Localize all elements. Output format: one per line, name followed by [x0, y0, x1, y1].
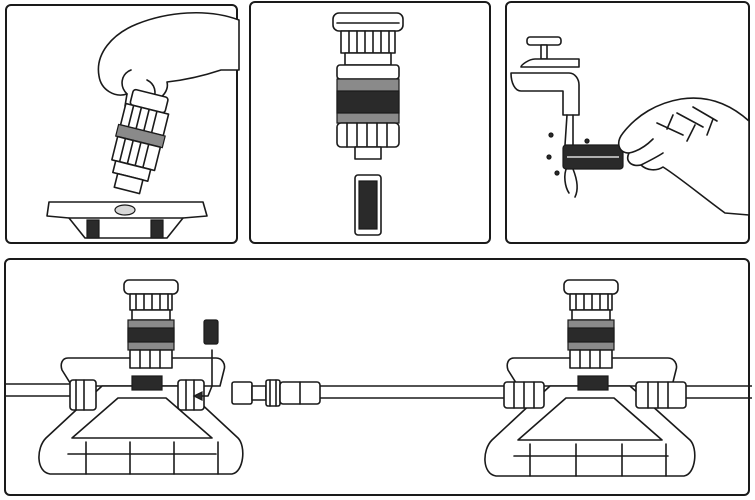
- filter-cartridge-icon: [562, 144, 624, 170]
- panel-remove-filter: [249, 1, 491, 244]
- filter-cartridge-icon: [354, 174, 382, 236]
- sprinkler-base-icon: [46, 201, 208, 239]
- sprinkler-head-icon: [123, 279, 179, 369]
- panel-rinse-filter: [505, 1, 750, 244]
- hand-icon: [97, 12, 240, 109]
- water-splash-icon: [546, 114, 590, 198]
- unscrew-illustration: [46, 12, 240, 239]
- sprinkler-head-icon: [563, 279, 619, 369]
- filter-cartridge-icon: [203, 319, 219, 345]
- faucet-icon: [510, 36, 580, 116]
- hose-connector-icon: [231, 379, 321, 407]
- sprinkler-head-icon: [332, 12, 404, 160]
- hose-connection-illustration: [6, 279, 752, 477]
- rinse-illustration: [510, 36, 750, 216]
- panel-unscrew-head: [5, 4, 240, 244]
- sprinkler-base-icon: [38, 357, 244, 475]
- hand-icon: [617, 97, 750, 216]
- hose-line: [6, 383, 752, 399]
- filter-removal-illustration: [332, 12, 404, 236]
- panel-hose-connection: [4, 258, 752, 496]
- sprinkler-head-icon: [111, 88, 170, 195]
- arrow-icon: [192, 349, 213, 401]
- sprinkler-base-icon: [484, 357, 696, 477]
